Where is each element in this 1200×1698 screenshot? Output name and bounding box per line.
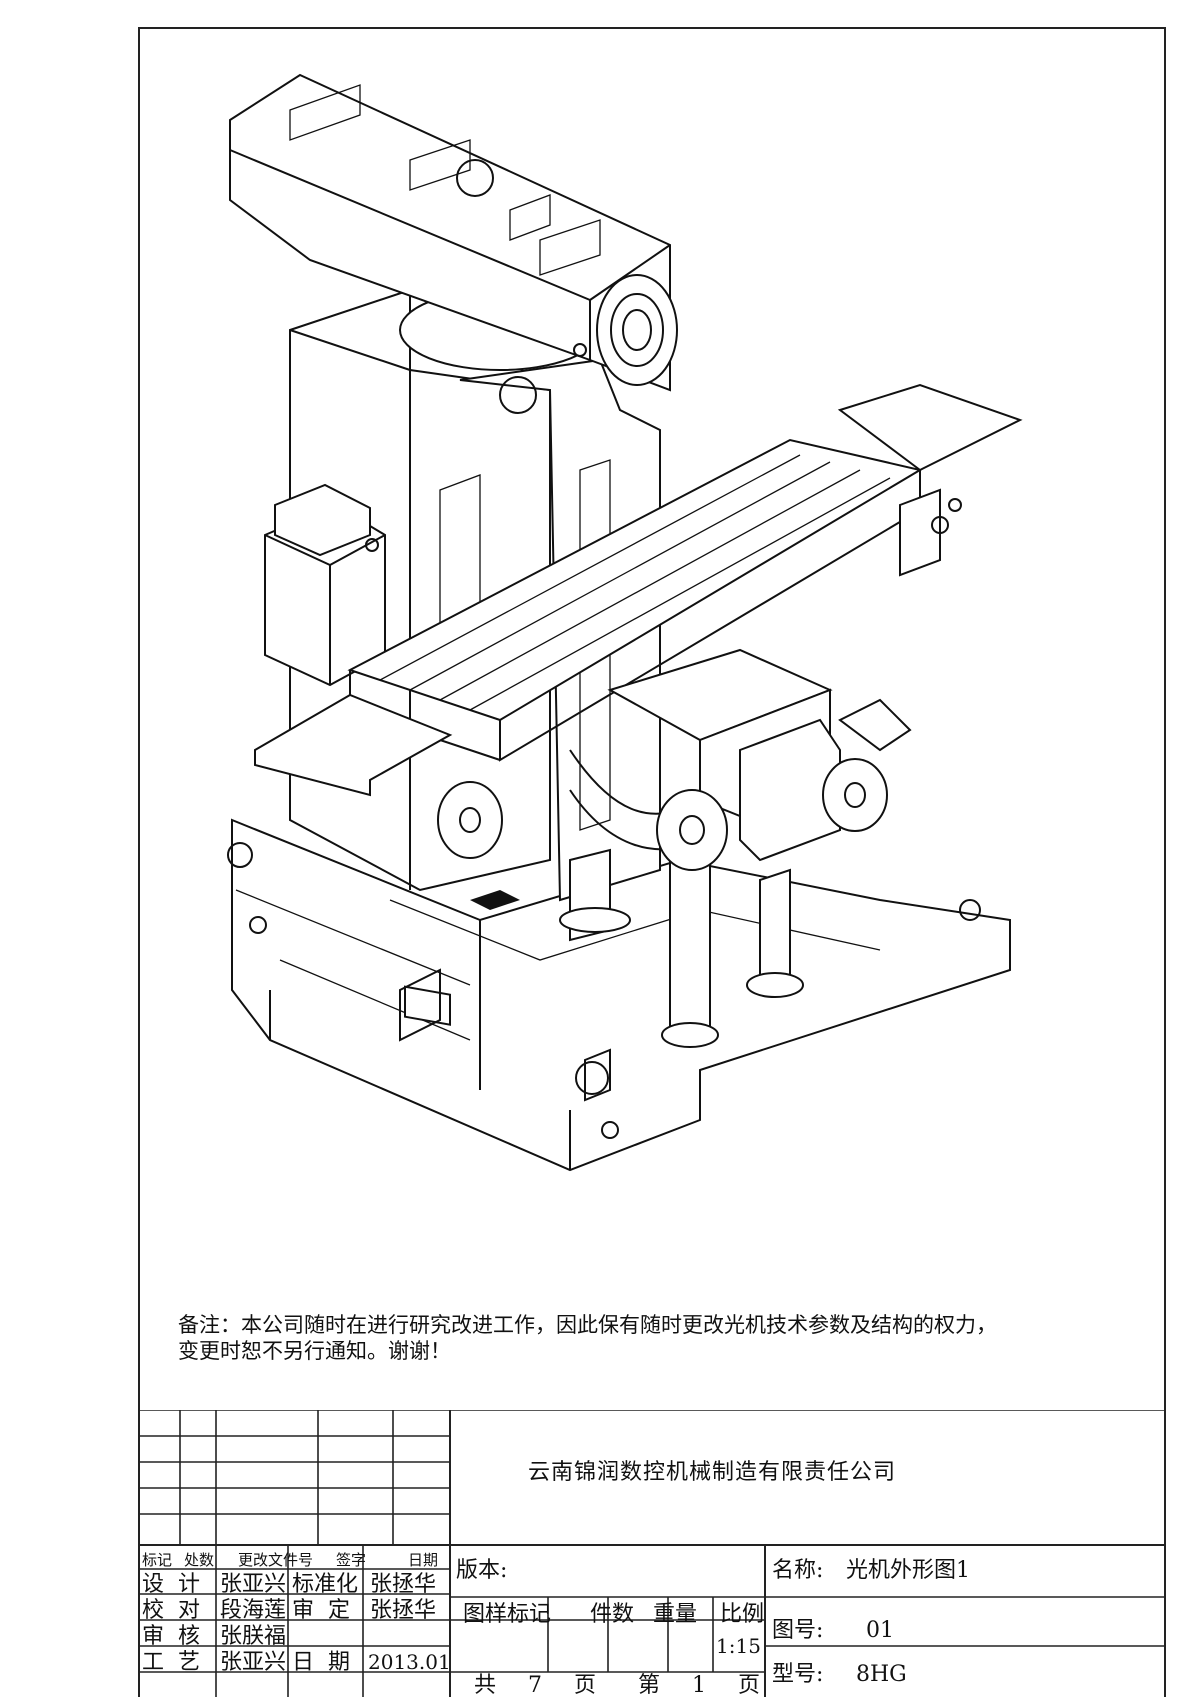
name-approve: 张拯华 bbox=[370, 1598, 437, 1623]
rev-header-doc-no: 更改文件号 bbox=[238, 1551, 314, 1569]
name-value: 光机外形图1 bbox=[846, 1558, 970, 1583]
name-process: 张亚兴 bbox=[220, 1650, 287, 1675]
page-label: 第 bbox=[638, 1673, 661, 1698]
role-date: 日 期 bbox=[292, 1650, 350, 1675]
title-block: 云南锦润数控机械制造有限责任公司 标记 处数 更改文件号 签字 日期 设 计 张… bbox=[138, 1410, 1166, 1697]
electrical-box bbox=[264, 483, 386, 687]
drawing-no-value: 01 bbox=[866, 1618, 894, 1643]
total-label: 共 bbox=[474, 1673, 497, 1698]
role-check: 校 对 bbox=[142, 1598, 200, 1623]
drawing-frame bbox=[138, 27, 1166, 1697]
role-standardization: 标准化 bbox=[292, 1572, 359, 1597]
handwheels bbox=[437, 698, 912, 871]
drawing-no-label: 图号: bbox=[772, 1618, 824, 1643]
scale-value: 1:15 bbox=[716, 1634, 761, 1658]
saddle-knee bbox=[559, 648, 841, 1048]
company-name: 云南锦润数控机械制造有限责任公司 bbox=[528, 1460, 897, 1485]
name-label: 名称: bbox=[772, 1558, 824, 1583]
version-label: 版本: bbox=[456, 1558, 508, 1583]
model-value: 8HG bbox=[856, 1662, 907, 1687]
notes-line-1: 备注：本公司随时在进行研究改进工作，因此保有随时更改光机技术参数及结构的权力， bbox=[178, 1313, 997, 1337]
role-process: 工 艺 bbox=[142, 1650, 200, 1675]
notes: 备注：本公司随时在进行研究改进工作，因此保有随时更改光机技术参数及结构的权力， … bbox=[178, 1312, 1138, 1364]
title-block-grid bbox=[138, 1410, 1166, 1697]
role-approve: 审 定 bbox=[292, 1598, 350, 1623]
rev-header-date: 日期 bbox=[408, 1551, 439, 1569]
name-check: 段海莲 bbox=[220, 1598, 287, 1623]
role-design: 设 计 bbox=[142, 1572, 200, 1597]
sample-mark-label: 图样标记 bbox=[463, 1602, 552, 1627]
rev-header-signature: 签字 bbox=[336, 1551, 367, 1569]
notes-line-2: 变更时恕不另行通知。谢谢！ bbox=[178, 1339, 451, 1363]
scale-label: 比例 bbox=[720, 1602, 765, 1627]
page-unit-2: 页 bbox=[738, 1673, 761, 1698]
rev-header-mark: 标记 bbox=[142, 1551, 173, 1569]
ram-overarm bbox=[229, 73, 678, 392]
name-standardization: 张拯华 bbox=[370, 1572, 437, 1597]
milling-machine-drawing bbox=[227, 73, 1023, 1172]
total-pages: 7 bbox=[528, 1673, 542, 1698]
count-label: 件数 bbox=[590, 1602, 635, 1627]
machine-base bbox=[227, 818, 1011, 1172]
rev-header-count: 处数 bbox=[184, 1551, 215, 1569]
worktable bbox=[254, 383, 1023, 797]
value-date: 2013.01 bbox=[368, 1650, 451, 1674]
page-number: 1 bbox=[692, 1673, 706, 1698]
name-design: 张亚兴 bbox=[220, 1572, 287, 1597]
role-review: 审 核 bbox=[142, 1624, 200, 1649]
name-review: 张朕福 bbox=[220, 1624, 287, 1649]
model-label: 型号: bbox=[772, 1662, 824, 1687]
weight-label: 重量 bbox=[653, 1602, 698, 1627]
page-unit-1: 页 bbox=[574, 1673, 597, 1698]
